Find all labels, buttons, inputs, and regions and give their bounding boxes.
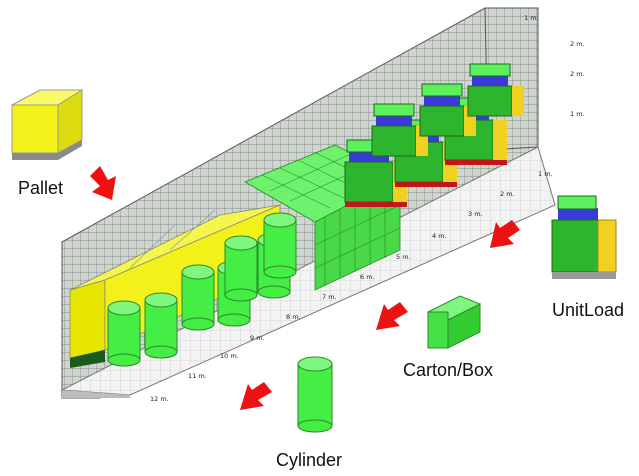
arrow-cylinder-icon <box>240 382 272 410</box>
unitload-icon <box>551 195 617 279</box>
arrow-unitload-icon <box>490 220 520 248</box>
unitload-label: UnitLoad <box>552 300 625 320</box>
tick-length: 7 m. <box>322 293 337 301</box>
tick-length: 11 m. <box>188 372 207 380</box>
cylinder-label: Cylinder <box>276 450 343 470</box>
tick-end: 2 m. <box>570 40 585 48</box>
carton-icon <box>426 295 482 349</box>
carton-label: Carton/Box <box>403 360 494 380</box>
arrow-carton-icon <box>376 302 408 330</box>
tick-length: 10 m. <box>220 352 239 360</box>
tick-length: 3 m. <box>468 210 483 218</box>
tick-length: 2 m. <box>500 190 515 198</box>
cargo-unitloads <box>344 63 524 207</box>
tick-length: 9 m. <box>250 334 265 342</box>
pallet-icon <box>11 89 84 160</box>
tick-end: 1 m. <box>570 110 585 118</box>
tick-length: 4 m. <box>432 232 447 240</box>
pallet-label: Pallet <box>18 178 64 198</box>
cylinder-icon <box>297 356 333 433</box>
arrow-pallet-icon <box>90 166 116 200</box>
tick-end: 2 m. <box>570 70 585 78</box>
tick-length: 12 m. <box>150 395 169 403</box>
tick-length: 8 m. <box>286 313 301 321</box>
cargo-cylinders <box>107 212 297 367</box>
tick-end: 1 m. <box>524 14 539 22</box>
tick-length: 6 m. <box>360 273 375 281</box>
tick-end: 1 m. <box>538 170 553 178</box>
tick-length: 5 m. <box>396 253 411 261</box>
